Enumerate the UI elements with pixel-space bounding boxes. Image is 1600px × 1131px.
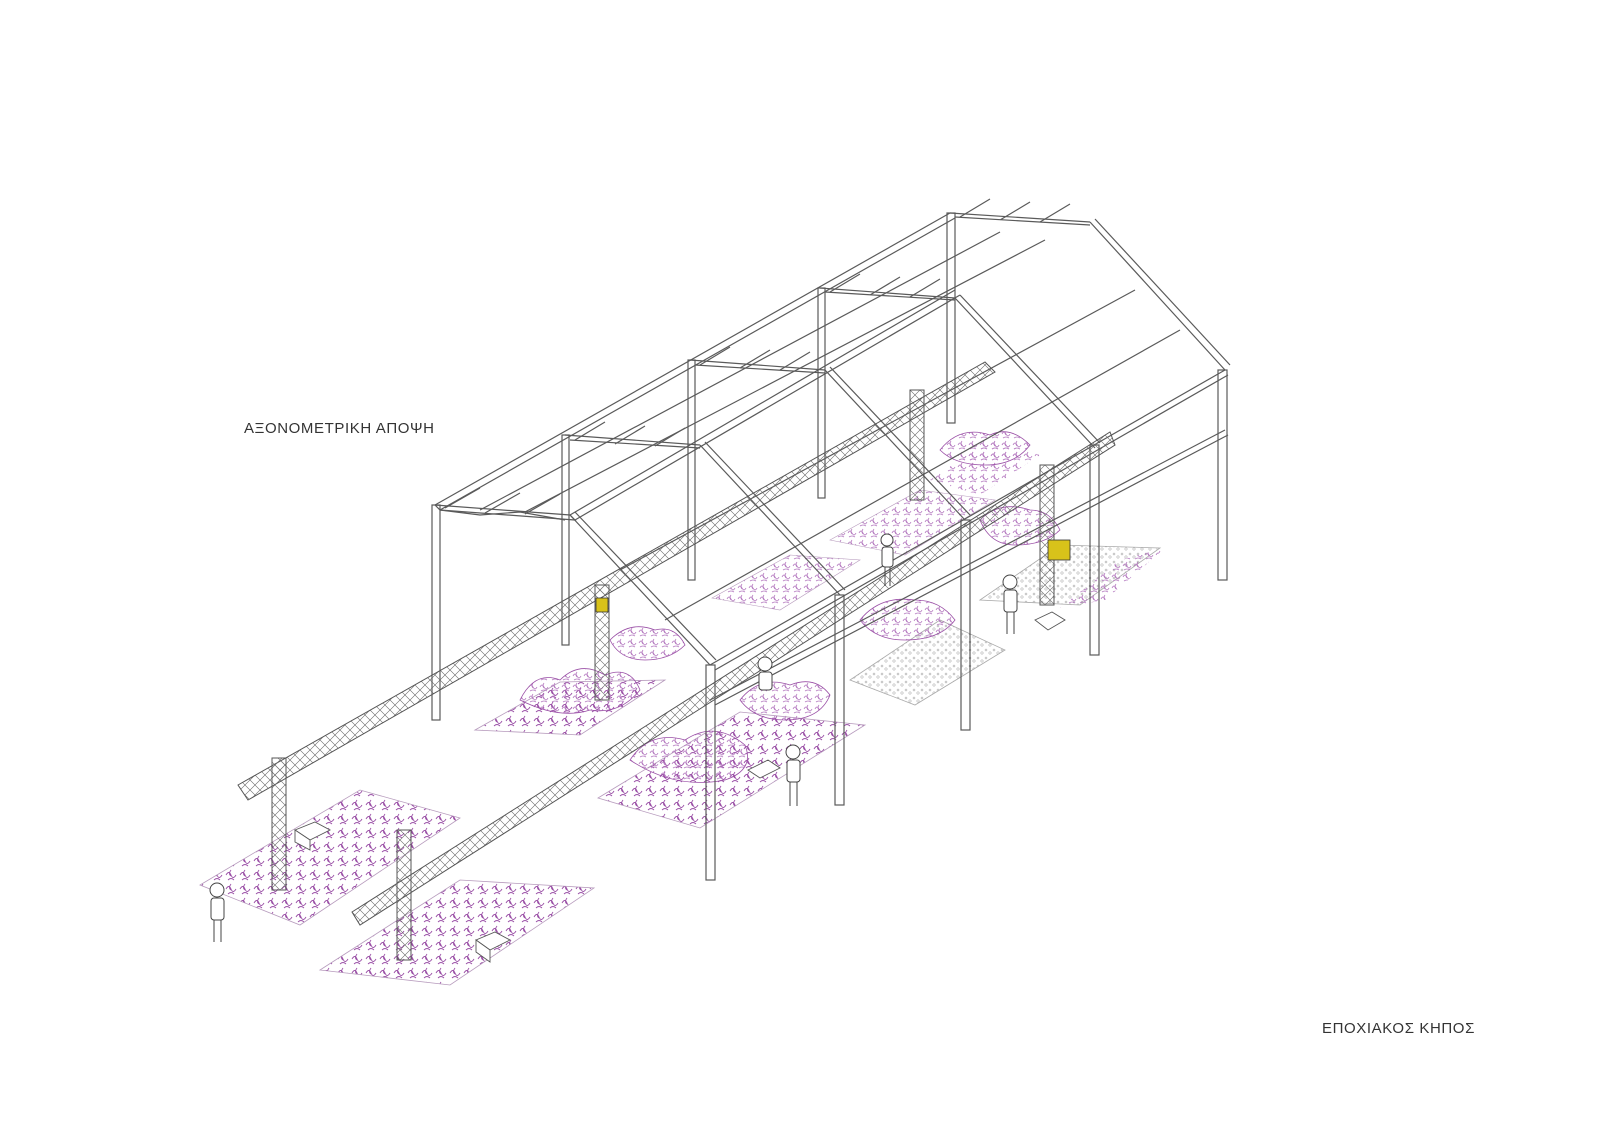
canopy-7	[609, 626, 686, 661]
gantry-post-4	[909, 389, 925, 501]
gantry-rail-right	[351, 431, 1116, 926]
person-5	[880, 533, 894, 586]
canopy-1	[519, 668, 641, 714]
robot-head-2	[1047, 539, 1071, 561]
gantry-post-1	[271, 757, 287, 891]
person-2	[785, 744, 801, 806]
people	[209, 533, 1018, 942]
project-title: ΕΠΟΧΙΑΚΟΣ ΚΗΠΟΣ	[1322, 1020, 1475, 1037]
bed-upper-center	[829, 489, 996, 556]
robot-head-1	[595, 597, 609, 613]
gantry-post-2	[396, 829, 412, 961]
person-1	[209, 882, 225, 942]
gantry-rail-left	[237, 361, 996, 801]
box-2-front	[475, 939, 491, 963]
canopy-2	[629, 730, 748, 783]
front-rafters	[569, 218, 1231, 666]
bed-back-center	[711, 554, 861, 611]
bed-front-right	[318, 879, 596, 986]
canopy-3	[739, 681, 831, 721]
columns	[431, 212, 1228, 881]
back-trusses	[434, 198, 1091, 521]
gantry-rails	[237, 361, 1116, 961]
bed-front-left	[199, 789, 461, 926]
gantry-post-3	[594, 584, 610, 701]
box-4	[747, 759, 781, 779]
person-3	[757, 656, 773, 691]
service-boxes	[294, 611, 1066, 963]
view-title: ΑΞΟΝΟΜΕΤΡΙΚΗ ΑΠΟΨΗ	[244, 420, 435, 437]
canopy-5	[939, 431, 1031, 466]
robot-units	[595, 539, 1071, 613]
bed-back-right	[1060, 548, 1165, 608]
person-4	[1002, 574, 1018, 634]
box-3	[1034, 611, 1066, 631]
gantry-post-5	[1039, 464, 1055, 606]
box-1-front	[294, 829, 311, 851]
